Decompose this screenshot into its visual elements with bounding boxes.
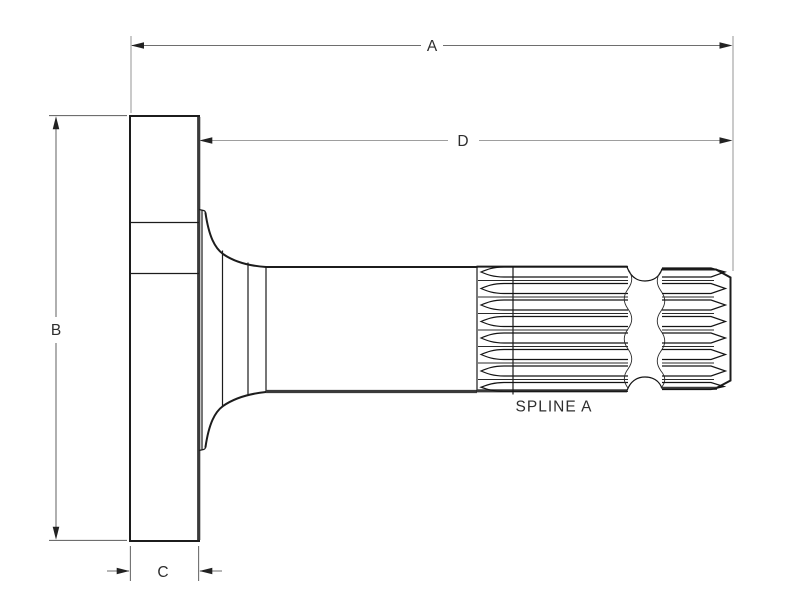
dim-d-arrow-right xyxy=(719,137,733,144)
spline-tooth xyxy=(479,365,628,377)
shaft-body xyxy=(265,266,478,394)
flange xyxy=(129,115,201,542)
spline-tooth-chamfered xyxy=(662,365,728,377)
dim-c-arrow-right xyxy=(199,567,213,575)
break-wavy-edge-left xyxy=(623,268,633,389)
spline-tooth-chamfered xyxy=(662,348,728,361)
dim-c-label: C xyxy=(157,564,168,581)
dim-a-arrow-left xyxy=(131,42,144,49)
break-wavy-edge-right xyxy=(656,270,666,389)
spline-tooth-chamfered xyxy=(662,315,728,328)
flange-outline xyxy=(129,115,200,542)
spline-tooth-chamfered xyxy=(662,332,728,344)
spline-section-right xyxy=(661,267,732,391)
dim-b-arrow-top xyxy=(52,116,60,130)
hub-curve-bottom xyxy=(204,391,267,448)
spline-tooth-chamfered xyxy=(662,267,727,278)
spline-a-annotation: SPLINE A xyxy=(516,399,593,416)
spline-tooth xyxy=(479,315,628,328)
break-rise-bottom xyxy=(626,376,663,391)
dimension-d: D xyxy=(199,133,733,150)
spline-tooth-chamfered xyxy=(662,282,728,295)
dim-d-label: D xyxy=(457,133,468,150)
dim-b-arrow-bottom xyxy=(52,526,60,540)
dimension-a: A xyxy=(130,36,734,271)
hub-curve-top xyxy=(204,212,267,268)
spline-break xyxy=(623,266,666,391)
spline-tooth xyxy=(479,282,628,295)
spline-tooth xyxy=(479,332,628,344)
spline-tooth-chamfered xyxy=(662,299,728,311)
spline-section-left xyxy=(476,265,628,395)
dim-a-label: A xyxy=(427,38,438,55)
dimension-c: C xyxy=(107,546,222,581)
dim-b-label: B xyxy=(51,322,61,339)
spline-right-outline xyxy=(661,268,732,390)
spline-tooth xyxy=(479,348,628,361)
spline-tooth xyxy=(479,266,628,278)
spline-tooth xyxy=(479,381,628,392)
dim-a-arrow-right xyxy=(719,42,733,49)
dimension-b: B xyxy=(49,115,127,541)
hub-transition xyxy=(198,208,267,452)
spline-tooth xyxy=(479,299,628,311)
dim-d-arrow-left xyxy=(199,137,213,144)
break-dip-top xyxy=(626,266,663,282)
spline-tooth-chamfered xyxy=(662,381,727,391)
dim-c-arrow-left xyxy=(116,567,130,575)
